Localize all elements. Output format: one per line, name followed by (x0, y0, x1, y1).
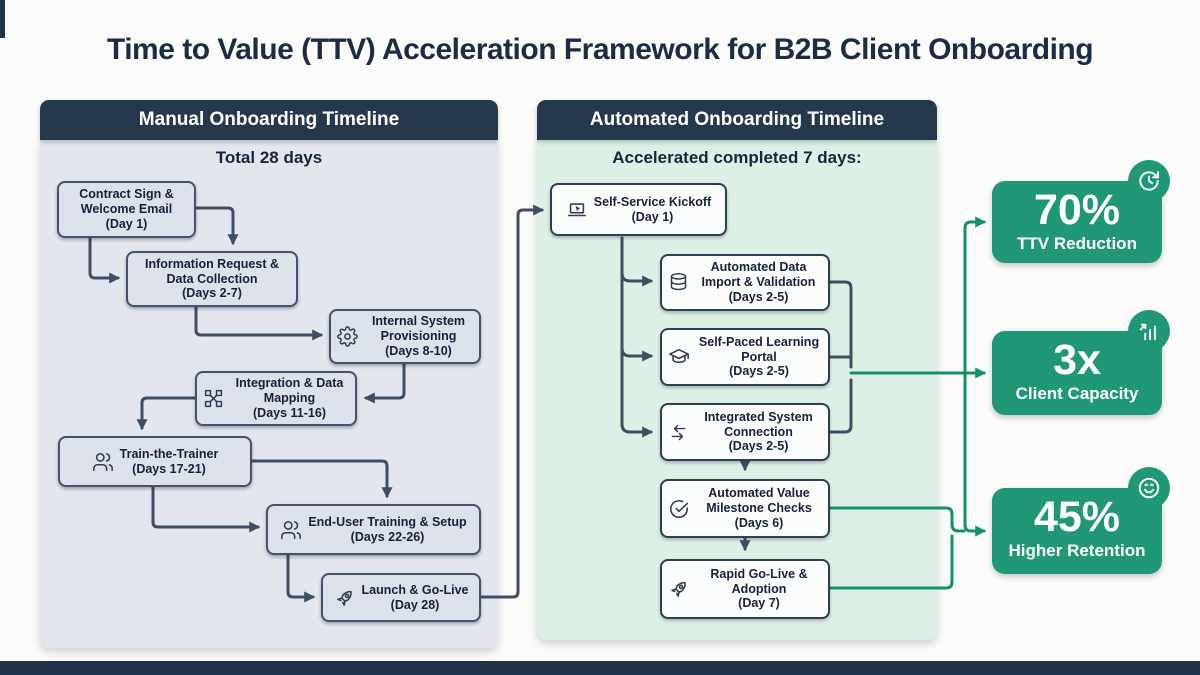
outcome-label: Higher Retention (1008, 541, 1146, 561)
rocket-icon (334, 587, 356, 609)
manual-step-train-the-trainer: Train-the-Trainer(Days 17-21) (58, 436, 252, 487)
automated-step-self-service-kickoff: Self-Service Kickoff(Day 1) (550, 183, 727, 236)
manual-panel-header: Manual Onboarding Timeline (40, 100, 498, 140)
top-left-edge-strip (0, 0, 5, 38)
step-label: Rapid Go-Live & Adoption (710, 566, 808, 596)
outcome-value: 3x (1053, 336, 1101, 384)
automated-step-rapid-go-live: Rapid Go-Live & Adoption(Day 7) (660, 559, 830, 619)
step-label: End-User Training & Setup (308, 514, 467, 529)
step-days: (Days 2-5) (729, 364, 789, 379)
laptop-icon (566, 199, 588, 221)
step-label: Integrated System Connection (704, 409, 813, 439)
automated-step-data-import: Automated Data Import & Validation(Days … (660, 254, 830, 311)
graduation-cap-icon (668, 346, 690, 368)
swap-arrows-icon (668, 422, 689, 443)
automated-step-milestone-checks: Automated Value Milestone Checks(Days 6) (660, 479, 830, 538)
manual-step-end-user-training: End-User Training & Setup(Days 22-26) (266, 504, 481, 555)
manual-step-contract-sign: Contract Sign & Welcome Email(Day 1) (57, 181, 196, 238)
step-days: (Days 17-21) (132, 461, 206, 476)
gear-icon (337, 326, 358, 347)
history-clock-icon (1128, 160, 1170, 202)
step-days: (Days 8-10) (385, 343, 452, 358)
step-days: (Days 11-16) (253, 405, 326, 420)
bar-chart-icon (1128, 310, 1170, 352)
step-label: Self-Service Kickoff (593, 194, 712, 209)
step-days: (Day 28) (390, 597, 440, 612)
step-days: (Days 2-5) (728, 289, 789, 304)
step-label: Self-Paced Learning Portal (698, 334, 820, 364)
manual-step-information-request: Information Request & Data Collection(Da… (126, 251, 298, 307)
manual-step-system-provisioning: Internal System Provisioning(Days 8-10) (329, 309, 481, 364)
database-icon (668, 272, 689, 293)
people-icon (92, 451, 114, 473)
step-days: (Day 1) (105, 216, 148, 231)
automated-panel-header: Automated Onboarding Timeline (537, 100, 937, 140)
automated-step-system-connection: Integrated System Connection(Days 2-5) (660, 403, 830, 461)
step-label: Launch & Go-Live (361, 582, 469, 597)
manual-panel-subtitle: Total 28 days (215, 148, 323, 167)
rocket-icon (668, 578, 690, 600)
bottom-bar (0, 661, 1200, 675)
step-label: Automated Data Import & Validation (701, 260, 816, 290)
check-circle-icon (668, 498, 690, 520)
outcome-label: TTV Reduction (1017, 234, 1137, 254)
page-title: Time to Value (TTV) Acceleration Framewo… (106, 33, 1094, 66)
outcome-value: 45% (1033, 493, 1121, 541)
step-label: Information Request & Data Collection (144, 256, 280, 286)
step-days: (Days 22-26) (350, 529, 425, 544)
step-label: Integration & Data Mapping (235, 376, 344, 406)
step-label: Automated Value Milestone Checks (706, 486, 812, 516)
manual-step-integration-mapping: Integration & Data Mapping(Days 11-16) (195, 371, 357, 426)
step-label: Contract Sign & Welcome Email (79, 187, 174, 217)
automated-step-learning-portal: Self-Paced Learning Portal(Days 2-5) (660, 328, 830, 386)
automated-panel-subtitle: Accelerated completed 7 days: (612, 148, 862, 167)
outcome-value: 70% (1033, 186, 1121, 234)
step-days: (Day 1) (631, 209, 674, 224)
outcome-label: Client Capacity (1015, 384, 1139, 404)
manual-step-launch-go-live: Launch & Go-Live(Day 28) (321, 573, 481, 622)
step-days: (Day 7) (738, 596, 780, 611)
data-mapping-icon (203, 388, 224, 409)
step-days: (Days 2-7) (182, 286, 242, 301)
step-days: (Days 6) (734, 515, 784, 530)
smiley-icon (1128, 467, 1170, 509)
step-days: (Days 2-5) (728, 439, 789, 454)
outcome-higher-retention: 45% Higher Retention (992, 467, 1170, 574)
step-label: Train-the-Trainer (119, 446, 219, 461)
step-label: Internal System Provisioning (371, 314, 466, 344)
outcome-client-capacity: 3x Client Capacity (992, 310, 1170, 415)
outcome-ttv-reduction: 70% TTV Reduction (992, 160, 1170, 263)
people-icon (280, 519, 302, 541)
